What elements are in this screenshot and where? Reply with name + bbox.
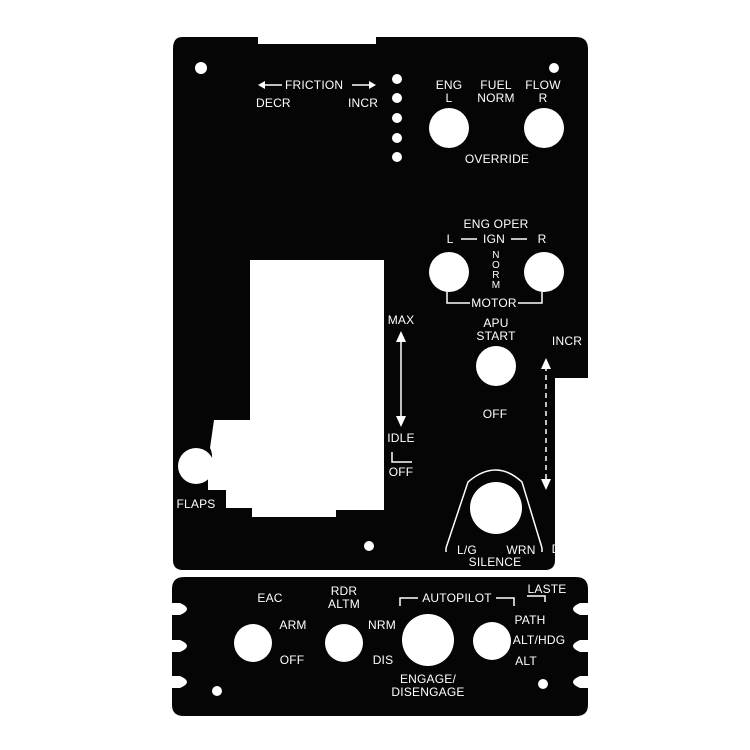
mount-hole — [549, 63, 559, 73]
mount-hole — [212, 686, 222, 696]
eng-oper-l-label: L — [446, 232, 454, 246]
lg-label: L/G — [457, 543, 477, 557]
autopilot-engage-button[interactable] — [402, 614, 454, 666]
path-label: PATH — [514, 613, 546, 627]
eng-l-label: ENG L — [435, 78, 463, 105]
throttle-idle-label: IDLE — [387, 431, 415, 445]
friction-incr-label: INCR — [348, 96, 379, 110]
autopilot-bracket — [399, 597, 515, 606]
autopilot-mode-switch[interactable] — [473, 622, 511, 660]
eng-fuel-flow-l-switch[interactable] — [429, 108, 469, 148]
friction-title: FRICTION — [285, 78, 344, 92]
flaps-notch — [178, 448, 214, 484]
throttle-max-label: MAX — [387, 313, 415, 327]
throttle-cutout — [208, 260, 384, 517]
throttle-range-arrow — [396, 331, 406, 427]
friction-arrows — [258, 81, 376, 89]
eng-fuel-flow-r-switch[interactable] — [524, 108, 564, 148]
ign-label: IGN — [483, 232, 505, 246]
eac-off-label: OFF — [279, 653, 305, 667]
trim-range-arrow — [541, 358, 551, 490]
eac-title: EAC — [257, 591, 283, 605]
mode-pointer — [527, 595, 546, 602]
lg-warn-silence-button[interactable] — [470, 482, 522, 534]
autopilot-title: AUTOPILOT — [422, 591, 492, 605]
friction-dot — [392, 93, 402, 103]
trim-incr-label: INCR — [551, 334, 583, 348]
override-label: OVERRIDE — [464, 152, 530, 166]
alt-label: ALT — [515, 654, 537, 668]
fuel-norm-label: FUEL NORM — [477, 78, 515, 105]
rdr-altm-switch[interactable] — [325, 624, 363, 662]
silence-label: SILENCE — [468, 555, 522, 569]
friction-dot — [392, 133, 402, 143]
flow-r-label: FLOW R — [525, 78, 561, 105]
eng-oper-brackets — [446, 238, 543, 304]
wrn-label: WRN — [506, 543, 536, 557]
norm-label: NORM — [491, 250, 501, 291]
eng-oper-l-switch[interactable] — [429, 252, 469, 292]
motor-label: MOTOR — [471, 296, 517, 310]
mount-hole — [195, 62, 207, 74]
eng-oper-title: ENG OPER — [463, 217, 529, 231]
rdr-nrm-label: NRM — [368, 618, 396, 632]
flaps-label: FLAPS — [176, 497, 216, 511]
friction-dot — [392, 152, 402, 162]
idle-off-gate — [391, 452, 412, 463]
engage-disengage-label: ENGAGE/ DISENGAGE — [391, 672, 465, 699]
apu-start-switch[interactable] — [476, 346, 516, 386]
alt-hdg-label: ALT/HDG — [512, 633, 566, 647]
friction-dot — [392, 74, 402, 84]
lg-silence-bracket-base — [445, 548, 543, 552]
rdr-dis-label: DIS — [372, 653, 394, 667]
eac-switch[interactable] — [234, 624, 272, 662]
eng-oper-r-label: R — [537, 232, 547, 246]
apu-start-label: APU START — [476, 316, 516, 343]
eac-arm-label: ARM — [279, 618, 307, 632]
rdr-altm-title: RDR ALTM — [328, 584, 360, 611]
lower-panel-plate — [172, 577, 588, 716]
apu-off-label: OFF — [482, 407, 508, 421]
friction-decr-label: DECR — [256, 96, 291, 110]
trim-decr-label: DECR — [551, 542, 587, 556]
friction-dot — [392, 113, 402, 123]
eng-oper-r-switch[interactable] — [524, 252, 564, 292]
throttle-off-label: OFF — [388, 465, 414, 479]
lg-silence-bracket — [445, 469, 543, 549]
mount-hole — [538, 679, 548, 689]
mount-hole — [364, 541, 374, 551]
laste-label: LASTE — [527, 582, 567, 596]
